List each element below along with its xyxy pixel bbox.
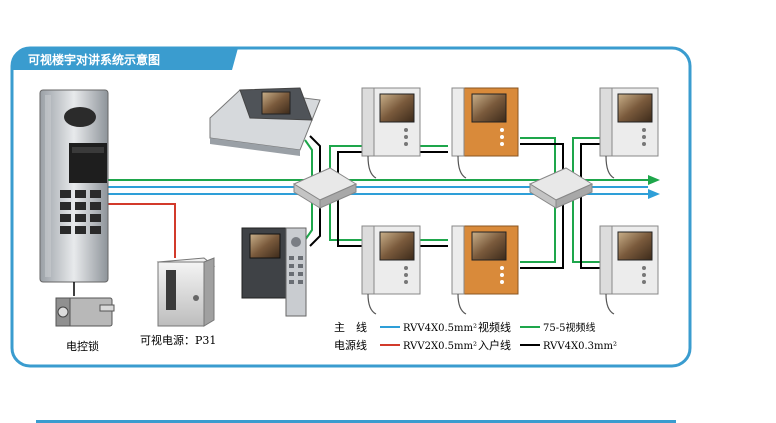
diagram-frame [10,46,692,368]
handset-monitor-icon [451,225,519,315]
power-supply-label: 可视电源：P31 [140,333,216,347]
legend-spec: 75-5视频线 [543,321,595,334]
power-supply-icon [156,257,216,327]
title-tab [12,48,238,70]
door-panel-icon [39,89,109,283]
handset-monitor-icon [599,225,659,315]
legend-name: 入户线 [478,338,511,352]
electric-lock-label: 电控锁 [66,339,99,353]
junction-box-icon [292,167,358,209]
desk-monitor-icon [209,87,321,156]
diagram-title: 可视楼宇对讲系统示意图 [28,52,160,67]
handset-monitor-icon [451,87,519,179]
handset-monitor-icon [361,87,421,179]
arrow-icon [648,189,660,199]
arrow-icon [648,175,660,185]
legend: 主 线 RVV4X0.5mm² 电源线 RVV2X0.5mm² 视频线 75-5… [334,320,617,352]
cables [108,135,648,269]
legend-name: 视频线 [478,320,511,334]
bottom-divider [36,420,676,423]
legend-spec: RVV4X0.3mm² [543,341,617,352]
legend-spec: RVV2X0.5mm² [403,341,477,352]
legend-spec: RVV4X0.5mm² [403,323,477,334]
handset-monitor-icon [361,225,421,315]
handset-monitor-icon [599,87,659,179]
legend-name: 主 线 [334,320,367,334]
keypad-monitor-icon [241,227,307,317]
electric-lock-icon [55,297,115,327]
legend-name: 电源线 [334,338,367,352]
junction-box-icon [528,167,594,209]
